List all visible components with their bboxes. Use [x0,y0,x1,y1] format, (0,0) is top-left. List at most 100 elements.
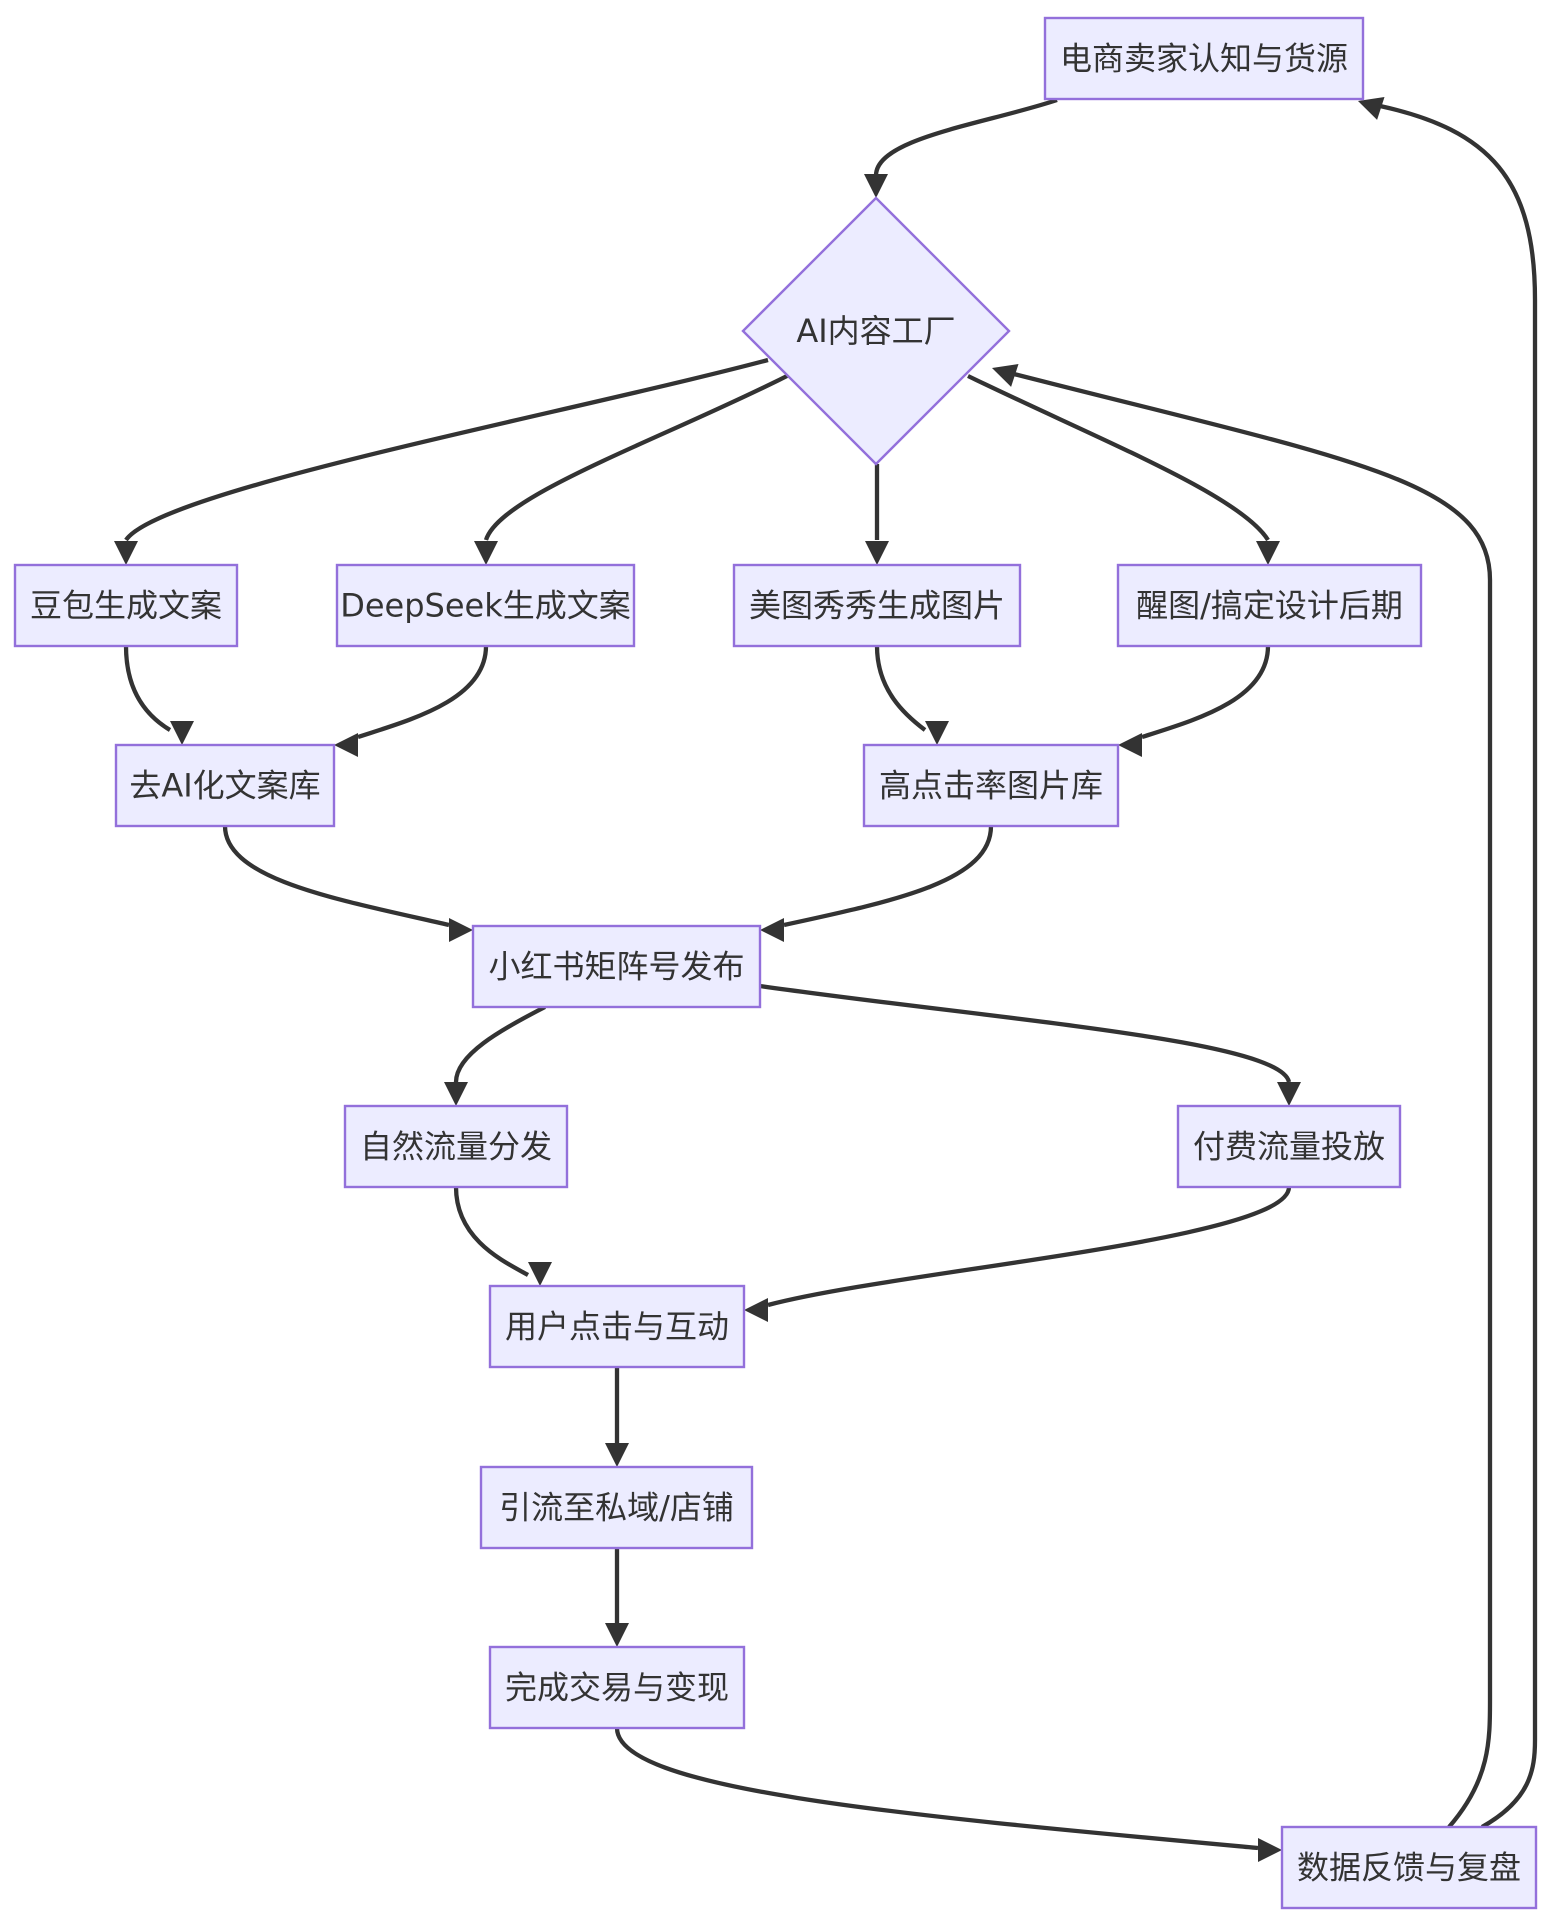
arrowhead [865,541,889,565]
node-paid: 付费流量投放 [1176,1104,1402,1189]
edge-line [483,374,788,541]
edge-line [453,1005,546,1083]
edge-organic-to-interact [453,1186,552,1286]
arrowhead [1277,1082,1301,1106]
node-xingtu: 醒图/搞定设计后期 [1116,563,1423,648]
edge-line [357,645,489,740]
process-box [479,1465,754,1550]
process-box [114,743,336,828]
process-box [1116,563,1423,648]
node-organic: 自然流量分发 [343,1104,569,1189]
process-box [488,1645,746,1730]
edge-line [1141,645,1271,740]
node-label: 引流至私域/店铺 [499,1489,734,1527]
node-copylib: 去AI化文案库 [114,743,336,828]
node-factory: AI内容工厂 [741,196,1011,466]
edge-review-to-seller [1358,97,1538,1829]
node-label: 数据反馈与复盘 [1297,1849,1521,1887]
node-label: 豆包生成文案 [30,587,222,625]
process-box [732,563,1022,648]
arrowhead [334,733,358,757]
node-deepseek: DeepSeek生成文案 [335,563,636,648]
process-box [1280,1825,1538,1910]
edge-imglib-to-xhs [760,825,994,942]
node-deal: 完成交易与变现 [488,1645,746,1730]
edge-line [967,374,1270,542]
node-label: 用户点击与互动 [505,1308,729,1346]
arrowhead [864,174,888,198]
edge-interact-to-private [605,1367,629,1467]
edge-line [874,645,927,732]
edge-paid-to-interact [744,1186,1292,1322]
node-label: DeepSeek生成文案 [340,587,631,625]
process-box [1176,1104,1402,1189]
edge-line [873,97,1058,177]
edge-factory-to-xingtu [967,374,1280,565]
edge-factory-to-doubao [114,357,769,565]
edge-line [767,1186,1292,1308]
edge-seller-to-factory [864,97,1058,198]
arrowhead [114,541,138,565]
process-box [343,1104,569,1189]
arrowhead [605,1443,629,1467]
edge-deal-to-review [614,1727,1282,1862]
process-box [488,1284,746,1369]
edge-deepseek-to-copylib [334,645,489,757]
edge-line [1013,371,1493,1829]
node-review: 数据反馈与复盘 [1280,1825,1538,1910]
edge-private-to-deal [605,1548,629,1647]
arrowhead [474,541,498,565]
arrowhead [1256,541,1280,565]
arrowhead [528,1262,552,1286]
edge-line [759,983,1292,1083]
node-xhs: 小红书矩阵号发布 [471,924,762,1009]
edges-layer [114,97,1538,1862]
node-imglib: 高点击率图片库 [862,743,1120,828]
arrowhead [1258,1838,1282,1862]
edge-xhs-to-paid [759,983,1301,1106]
edge-line [1379,103,1538,1829]
edge-line [222,825,450,928]
node-label: 去AI化文案库 [129,767,320,805]
node-label: 小红书矩阵号发布 [488,948,744,986]
arrowhead [1118,733,1142,757]
edge-line [124,357,769,542]
process-box [335,563,636,648]
arrowhead [760,918,784,942]
node-label: 醒图/搞定设计后期 [1136,587,1403,625]
arrowhead [605,1623,629,1647]
arrowhead [925,721,949,745]
edge-review-to-factory [992,364,1493,1829]
edge-line [614,1727,1259,1851]
edge-meitu-to-imglib [874,645,949,745]
node-interact: 用户点击与互动 [488,1284,746,1369]
edge-copylib-to-xhs [222,825,473,942]
edge-doubao-to-copylib [123,645,194,745]
edge-line [783,825,994,928]
node-seller: 电商卖家认知与货源 [1043,16,1365,101]
node-label: 美图秀秀生成图片 [749,587,1005,625]
edge-xhs-to-organic [444,1005,546,1106]
process-box [1043,16,1365,101]
node-label: 电商卖家认知与货源 [1060,40,1348,78]
edge-line [453,1186,530,1277]
process-box [862,743,1120,828]
node-label: AI内容工厂 [796,312,955,350]
node-doubao: 豆包生成文案 [13,563,239,648]
decision-diamond [741,196,1011,466]
arrowhead [170,721,194,745]
node-meitu: 美图秀秀生成图片 [732,563,1022,648]
arrowhead [744,1298,768,1322]
edge-factory-to-meitu [865,464,889,565]
arrowhead [1358,97,1385,120]
arrowhead [449,918,473,942]
edge-factory-to-deepseek [474,374,788,565]
node-label: 高点击率图片库 [879,767,1103,805]
arrowhead [992,364,1019,387]
node-label: 完成交易与变现 [505,1669,729,1707]
node-private: 引流至私域/店铺 [479,1465,754,1550]
edge-xingtu-to-imglib [1118,645,1271,757]
process-box [471,924,762,1009]
arrowhead [444,1082,468,1106]
